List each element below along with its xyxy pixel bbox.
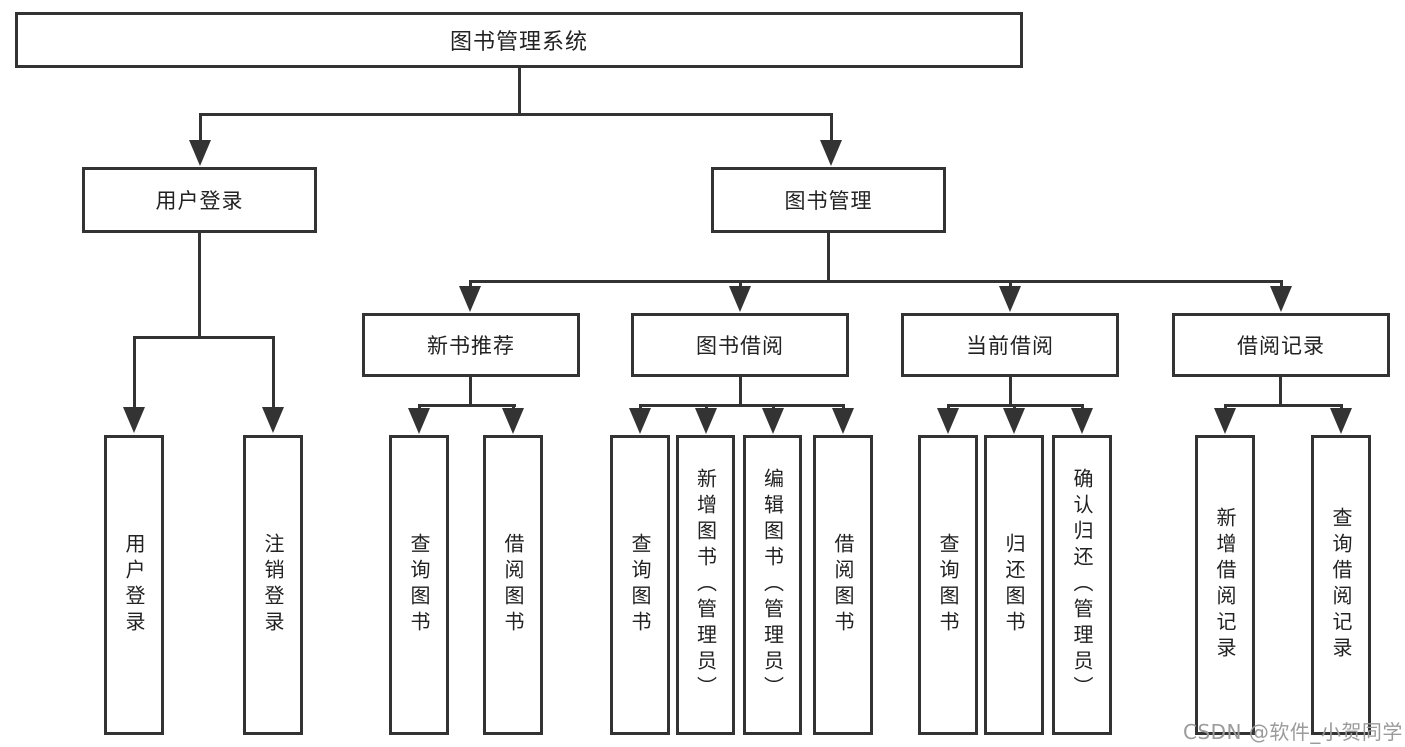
arrowhead-icon <box>123 407 145 433</box>
arrowhead-icon <box>262 407 284 433</box>
arrowhead-icon <box>820 140 842 166</box>
leaf-label: 归还图书 <box>1002 533 1026 637</box>
connector-stem <box>739 377 742 407</box>
leaf-add-borrow-record: 新增借阅记录 <box>1195 435 1255 735</box>
connector-bar <box>418 404 516 407</box>
connector-level1-bar <box>199 113 832 116</box>
node-new-book-recommendation: 新书推荐 <box>362 313 580 377</box>
leaf-return-books: 归还图书 <box>984 435 1044 735</box>
leaf-label: 查询借阅记录 <box>1329 507 1353 663</box>
leaf-label: 查询图书 <box>628 533 652 637</box>
node-borrowing-records: 借阅记录 <box>1172 313 1390 377</box>
connector-user-login-stem <box>198 233 201 339</box>
leaf-label: 注销登录 <box>261 533 285 637</box>
leaf-user-login: 用户登录 <box>104 435 164 735</box>
arrowhead-icon <box>1214 408 1236 434</box>
arrowhead-icon <box>999 286 1021 312</box>
leaf-label: 确认归还（管理员） <box>1070 468 1094 702</box>
connector-drop <box>272 336 275 410</box>
leaf-borrow-books: 借阅图书 <box>813 435 873 735</box>
connector-drop <box>133 336 136 410</box>
arrowhead-icon <box>729 286 751 312</box>
leaf-label: 编辑图书（管理员） <box>760 468 785 702</box>
csdn-watermark: CSDN @软件_小贺同学 <box>1183 720 1403 744</box>
node-library-management-system: 图书管理系统 <box>15 12 1023 68</box>
arrowhead-icon <box>937 408 959 434</box>
leaf-label: 借阅图书 <box>501 533 525 637</box>
connector-bar <box>1224 404 1342 407</box>
connector-stem <box>469 377 472 407</box>
arrowhead-icon <box>1003 408 1025 434</box>
leaf-query-books: 查询图书 <box>389 435 449 735</box>
arrowhead-icon <box>408 408 430 434</box>
arrowhead-icon <box>1071 408 1093 434</box>
connector-book-mgmt-stem <box>827 233 830 283</box>
leaf-borrow-books: 借阅图书 <box>483 435 543 735</box>
leaf-label: 借阅图书 <box>831 533 855 637</box>
leaf-label: 用户登录 <box>122 533 146 637</box>
arrowhead-icon <box>832 408 854 434</box>
connector-book-mgmt-bar <box>469 280 1283 283</box>
node-book-borrowing: 图书借阅 <box>631 313 849 377</box>
leaf-query-borrow-record: 查询借阅记录 <box>1311 435 1371 735</box>
leaf-edit-books-admin: 编辑图书（管理员） <box>743 435 802 735</box>
connector-user-login-bar <box>133 336 275 339</box>
leaf-query-books: 查询图书 <box>918 435 978 735</box>
connector-book-mgmt-drop <box>830 113 833 145</box>
leaf-add-books-admin: 新增图书（管理员） <box>676 435 735 735</box>
node-current-borrowing: 当前借阅 <box>901 313 1119 377</box>
arrowhead-icon <box>762 408 784 434</box>
arrowhead-icon <box>1330 408 1352 434</box>
leaf-query-books: 查询图书 <box>610 435 670 735</box>
arrowhead-icon <box>1270 286 1292 312</box>
leaf-label: 新增图书（管理员） <box>693 468 718 702</box>
leaf-confirm-return-admin: 确认归还（管理员） <box>1052 435 1112 735</box>
leaf-label: 查询图书 <box>407 533 431 637</box>
node-user-login: 用户登录 <box>82 167 317 233</box>
connector-stem <box>1009 377 1012 407</box>
connector-root-stem <box>518 68 521 114</box>
arrowhead-icon <box>502 408 524 434</box>
connector-user-login-drop <box>199 113 202 145</box>
connector-bar <box>639 404 845 407</box>
arrowhead-icon <box>629 408 651 434</box>
leaf-label: 新增借阅记录 <box>1213 507 1237 663</box>
leaf-label: 查询图书 <box>936 533 960 637</box>
connector-stem <box>1279 377 1282 407</box>
node-book-management: 图书管理 <box>711 167 946 233</box>
leaf-logout: 注销登录 <box>243 435 303 735</box>
arrowhead-icon <box>189 140 211 166</box>
arrowhead-icon <box>459 286 481 312</box>
arrowhead-icon <box>695 408 717 434</box>
